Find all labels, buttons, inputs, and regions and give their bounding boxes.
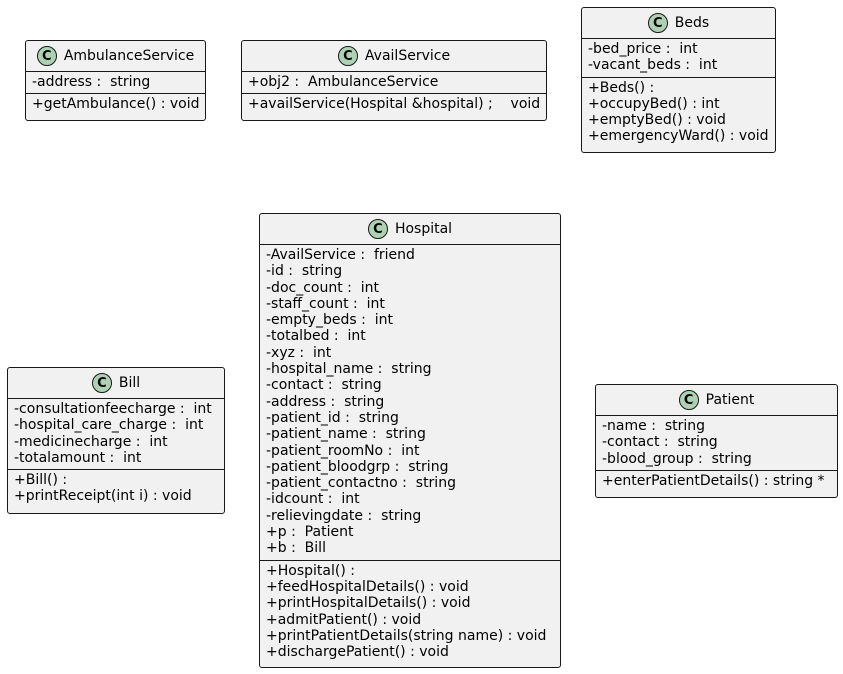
class-header: C Bill xyxy=(8,368,224,399)
methods-section: +availService(Hospital &hospital) ; void xyxy=(242,93,546,115)
class-header: C AmbulanceService xyxy=(26,41,205,72)
class-header: C Patient xyxy=(596,385,837,416)
methods-section: +getAmbulance() : void xyxy=(26,93,205,115)
attribute: -AvailService : friend xyxy=(266,247,415,263)
attribute: -id : string xyxy=(266,263,343,280)
attribute: -totalbed : int xyxy=(266,328,366,345)
attribute: -address : string xyxy=(32,74,151,90)
class-name: Patient xyxy=(705,392,755,408)
attribute: -patient_roomNo : int xyxy=(266,442,420,459)
method: +printPatientDetails(string name) : void xyxy=(266,627,547,644)
class-header-content: C Patient xyxy=(596,385,837,415)
method: +feedHospitalDetails() : void xyxy=(266,578,469,595)
attribute: -contact : string xyxy=(266,377,382,394)
attribute: +b : Bill xyxy=(266,540,326,557)
attribute: -patient_name : string xyxy=(266,426,426,443)
attribute: -patient_id : string xyxy=(266,409,399,426)
attribute: -idcount : int xyxy=(266,491,360,508)
attribute: -consultationfeecharge : int xyxy=(14,401,212,417)
attribute: -blood_group : string xyxy=(602,450,752,467)
attributes-section: -AvailService : friend-id : string-doc_c… xyxy=(260,245,560,560)
class-ambulance-service: C AmbulanceService -address : string +getAm… xyxy=(25,40,206,121)
method: +dischargePatient() : void xyxy=(266,644,449,661)
attribute: -patient_contactno : string xyxy=(266,475,456,492)
class-header: C Beds xyxy=(582,8,775,39)
class-avail-service: C AvailService +obj2 : AmbulanceService +av… xyxy=(241,40,547,121)
class-header: C AvailService xyxy=(242,41,546,72)
class-c-icon: C xyxy=(367,219,388,239)
attribute: -vacant_beds : int xyxy=(588,57,718,74)
method: +admitPatient() : void xyxy=(266,611,422,628)
attribute: -totalamount : int xyxy=(14,449,142,466)
class-c-icon: C xyxy=(337,46,358,66)
attribute: -relievingdate : string xyxy=(266,507,422,524)
class-patient: C Patient -name : string-contact : string-… xyxy=(595,384,838,498)
class-name: AmbulanceService xyxy=(63,48,195,64)
class-header: C Hospital xyxy=(260,214,560,245)
methods-section: +Bill() :+printReceipt(int i) : void xyxy=(8,469,224,508)
class-header-content: C Hospital xyxy=(260,214,560,244)
method: +Beds() : xyxy=(588,79,655,96)
method: +printHospitalDetails() : void xyxy=(266,595,471,612)
attribute: -name : string xyxy=(602,418,706,434)
method: +emergencyWard() : void xyxy=(588,128,769,145)
class-header-content: C AmbulanceService xyxy=(26,41,205,71)
attribute: -address : string xyxy=(266,393,385,410)
class-c-icon: C xyxy=(91,373,112,393)
class-c-icon: C xyxy=(647,13,668,33)
method: +emptyBed() : void xyxy=(588,112,726,129)
method: +enterPatientDetails() : string * xyxy=(602,472,825,489)
class-header-content: C Bill xyxy=(8,368,224,398)
class-name: Hospital xyxy=(394,221,453,237)
class-bill: C Bill -consultationfeecharge : int-hospit… xyxy=(7,367,225,514)
attributes-section: -bed_price : int-vacant_beds : int xyxy=(582,39,775,77)
attributes-section: -name : string-contact : string-blood_gr… xyxy=(596,416,837,470)
attribute: -medicinecharge : int xyxy=(14,433,168,450)
method: +getAmbulance() : void xyxy=(32,96,200,113)
attribute: -empty_beds : int xyxy=(266,312,393,329)
attribute: -contact : string xyxy=(602,434,718,451)
method: +Bill() : xyxy=(14,472,68,489)
attribute: -patient_bloodgrp : string xyxy=(266,458,449,475)
class-c-icon: C xyxy=(36,46,57,66)
method: +availService(Hospital &hospital) ; void xyxy=(248,96,541,113)
attribute: -xyz : int xyxy=(266,344,332,361)
attributes-section: -consultationfeecharge : int-hospital_ca… xyxy=(8,399,224,469)
attribute: -hospital_care_charge : int xyxy=(14,417,204,434)
attribute: +p : Patient xyxy=(266,524,354,541)
class-c-icon: C xyxy=(678,390,699,410)
class-header-content: C AvailService xyxy=(242,41,546,71)
method: +printReceipt(int i) : void xyxy=(14,488,192,505)
method: +occupyBed() : int xyxy=(588,95,720,112)
attribute: +obj2 : AmbulanceService xyxy=(248,74,439,90)
class-hospital: C Hospital -AvailService : friend-id : str… xyxy=(259,213,561,668)
methods-section: +Beds() :+occupyBed() : int+emptyBed() :… xyxy=(582,76,775,148)
attribute: -doc_count : int xyxy=(266,279,380,296)
class-name: Bill xyxy=(118,375,141,391)
attributes-section: +obj2 : AmbulanceService xyxy=(242,72,546,93)
attribute: -bed_price : int xyxy=(588,41,698,57)
methods-section: +Hospital() :+feedHospitalDetails() : vo… xyxy=(260,559,560,664)
class-name: Beds xyxy=(674,15,710,31)
attributes-section: -address : string xyxy=(26,72,205,93)
methods-section: +enterPatientDetails() : string * xyxy=(596,469,837,492)
class-name: AvailService xyxy=(364,48,451,64)
attribute: -staff_count : int xyxy=(266,295,385,312)
method: +Hospital() : xyxy=(266,562,355,579)
attribute: -hospital_name : string xyxy=(266,361,432,378)
class-header-content: C Beds xyxy=(582,8,775,38)
